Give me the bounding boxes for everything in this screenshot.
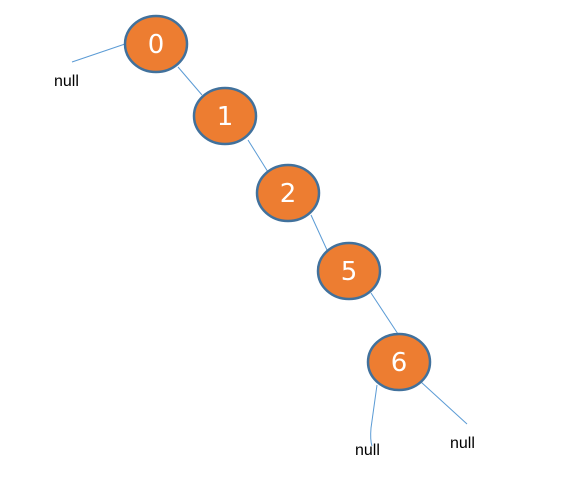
edge-6-to-null-right [420,381,468,425]
node-label: 5 [341,257,358,287]
edge-2-to-5 [310,214,328,251]
edge-1-to-2 [247,139,269,173]
null-label-node-6-left: null [355,442,380,459]
tree-node-1: 1 [192,86,258,146]
node-label: 1 [217,102,234,132]
node-circle [366,332,432,392]
edge-6-to-null-left [370,384,378,447]
tree-node-0: 0 [123,14,189,74]
node-circle [316,241,382,301]
tree-node-6: 6 [366,332,432,392]
tree-node-5: 5 [316,241,382,301]
tree-node-2: 2 [255,163,321,223]
node-circle [123,14,189,74]
node-label: 2 [280,179,297,209]
edge-5-to-6 [370,292,399,335]
null-label-node-6-right: null [450,435,475,452]
node-label: 6 [391,348,408,378]
null-label-node-0-left: null [54,73,79,90]
edge-0-to-null [71,43,126,63]
edge-0-to-1 [177,66,203,96]
node-circle [192,86,258,146]
edges [71,43,468,447]
node-label: 0 [148,30,165,60]
node-circle [255,163,321,223]
